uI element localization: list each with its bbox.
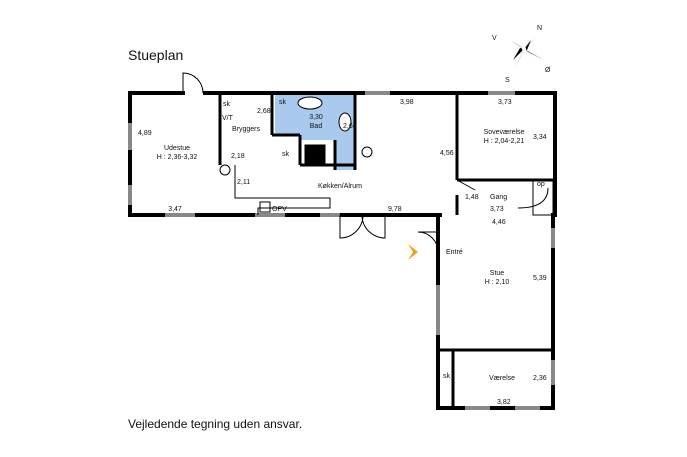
- compass-icon: N S V Ø: [492, 25, 551, 84]
- room-name-koekken: Køkken/Alrum: [318, 183, 362, 190]
- room-name-bad: Bad: [310, 123, 323, 130]
- label-sk-bad: sk: [279, 99, 287, 106]
- dim-bryggers-d1: 2,68: [257, 108, 271, 115]
- svg-text:N: N: [537, 25, 542, 32]
- dim-bryggers-d2: 2,18: [231, 153, 245, 160]
- dim-stue-w: 4,46: [492, 219, 506, 226]
- dim-stue-d: 5,39: [533, 275, 547, 282]
- label-op: op: [537, 181, 545, 188]
- dim-udestue-d: 4,89: [138, 130, 152, 137]
- doors: [182, 72, 476, 253]
- dim-vaerelse-d: 2,36: [533, 375, 547, 382]
- dim-sovevaerelse-d: 3,34: [533, 134, 547, 141]
- plan-title: Stueplan: [128, 47, 184, 63]
- windows: [128, 91, 555, 410]
- dim-sovevaerelse-w: 3,73: [498, 99, 512, 106]
- room-name-stue: Stue: [490, 270, 505, 277]
- stairs: [517, 179, 554, 216]
- svg-text:Ø: Ø: [545, 67, 551, 74]
- svg-text:V: V: [492, 35, 497, 42]
- bathroom-fixtures: [297, 96, 373, 158]
- dim-udestue-w: 3,47: [168, 206, 182, 213]
- label-opv: OPV: [272, 206, 287, 213]
- dim-koekken-w: 9,78: [388, 206, 402, 213]
- label-vt: V/T: [222, 115, 234, 122]
- label-sk-hall: sk: [282, 151, 290, 158]
- room-name-sovevaerelse: Soveværelse: [484, 129, 525, 136]
- svg-text:S: S: [505, 77, 510, 84]
- kitchen-counter: [219, 144, 331, 215]
- inner-walls: [218, 91, 555, 408]
- label-sk-bryggers: sk: [223, 101, 231, 108]
- room-height-stue: H : 2,10: [485, 279, 510, 286]
- dim-gang-w: 3,73: [490, 206, 504, 213]
- room-name-udestue: Udestue: [164, 145, 190, 152]
- dim-koekken-top: 3,98: [400, 99, 414, 106]
- label-sk-vaerelse: sk: [443, 373, 451, 380]
- disclaimer: Vejledende tegning uden ansvar.: [128, 417, 303, 431]
- dim-bad-w: 3,30: [309, 114, 323, 121]
- room-height-udestue: H : 2,36-3,32: [157, 154, 198, 161]
- dim-gang-d: 1,48: [465, 194, 479, 201]
- room-name-bryggers: Bryggers: [232, 126, 261, 133]
- dim-bad-d: 2,68: [343, 123, 357, 130]
- room-height-sovevaerelse: H : 2,04-2,21: [484, 138, 525, 145]
- entrance-arrow-icon: [408, 244, 418, 260]
- dim-bryggers-d3: 2,11: [237, 179, 250, 186]
- room-name-entre: Entré: [446, 249, 463, 256]
- dim-koekken-side: 4,56: [440, 150, 454, 157]
- room-name-gang: Gang: [490, 194, 507, 201]
- dim-vaerelse-w: 3,82: [497, 399, 511, 406]
- room-name-vaerelse: Værelse: [489, 375, 515, 382]
